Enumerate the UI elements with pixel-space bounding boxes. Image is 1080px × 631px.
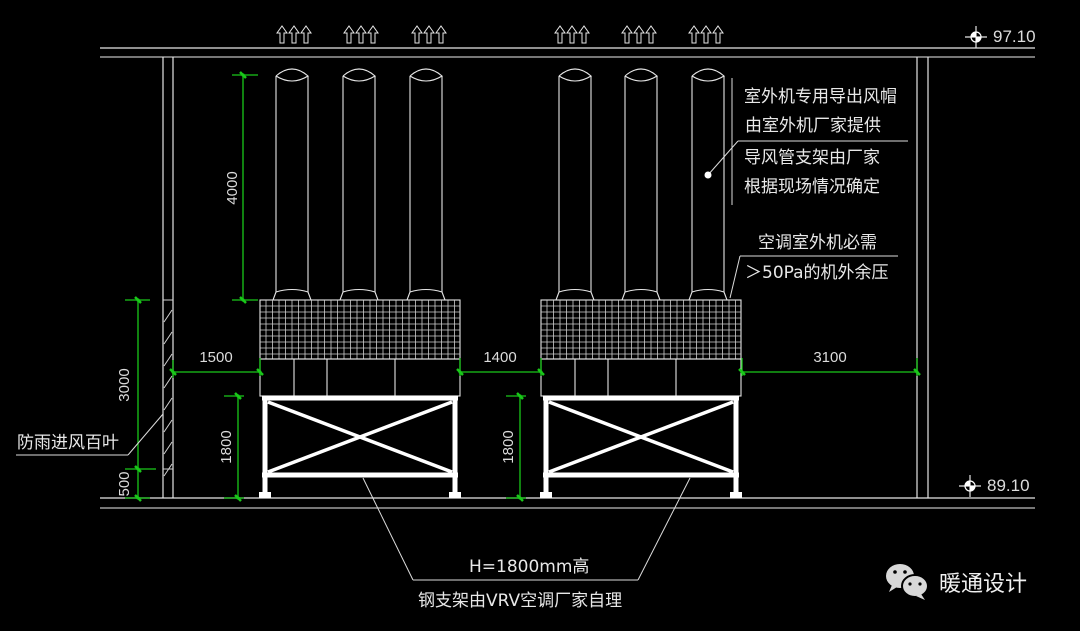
dimension-node — [915, 370, 919, 374]
exhaust-duct — [339, 68, 379, 301]
dimension-node — [236, 394, 240, 398]
dimension-node — [539, 370, 543, 374]
note-pressure-line1: 空调室外机必需 — [758, 233, 877, 253]
exhaust-duct — [621, 68, 661, 301]
elevation-marker-bottom: 89.10 — [959, 475, 1030, 497]
dimension-node — [171, 370, 175, 374]
unit-body — [540, 358, 742, 397]
watermark: 暖通设计 — [886, 564, 1027, 600]
dimension-node — [136, 496, 140, 500]
dimension-lines — [125, 74, 918, 499]
elevation-symbol-icon — [959, 475, 981, 497]
louver-blade — [163, 463, 173, 477]
elevation-marker-top: 97.10 — [965, 26, 1036, 48]
condenser-grille — [540, 299, 742, 360]
dimension-node — [258, 370, 262, 374]
louver-blade — [163, 331, 173, 345]
dimension-node — [136, 467, 140, 471]
up-arrow-icon — [633, 25, 645, 44]
floor-slab — [100, 497, 1035, 509]
right-wall — [916, 57, 929, 498]
up-arrow-icon — [621, 25, 633, 44]
up-arrow-icon — [276, 25, 288, 44]
dimension-node — [241, 298, 245, 302]
up-arrow-icon — [578, 25, 590, 44]
leader-dot — [704, 171, 712, 179]
up-arrow-icon — [411, 25, 423, 44]
rain-louver — [163, 299, 173, 477]
up-arrow-icon — [700, 25, 712, 44]
louver-blade — [163, 397, 173, 411]
dim-1400: 1400 — [483, 349, 516, 366]
outdoor-unit — [259, 68, 461, 498]
up-arrow-icon — [343, 25, 355, 44]
louver-blade — [163, 353, 173, 367]
steel-stand — [259, 395, 461, 498]
watermark-label: 暖通设计 — [939, 572, 1027, 597]
up-arrow-icon — [554, 25, 566, 44]
wechat-icon — [886, 564, 929, 600]
dimension-node — [236, 496, 240, 500]
dim-1800-left: 1800 — [218, 430, 235, 463]
dimension-node — [136, 298, 140, 302]
note-stand-line1: H=1800mm高 — [469, 557, 589, 577]
dimension-ticks — [134, 71, 921, 502]
condenser-grille — [259, 299, 461, 360]
up-arrow-icon — [288, 25, 300, 44]
outdoor-units — [259, 68, 742, 498]
left-wall — [162, 57, 174, 498]
dimension-node — [740, 370, 744, 374]
elevation-top-value: 97.10 — [993, 27, 1036, 46]
dim-1500: 1500 — [199, 349, 232, 366]
exhaust-duct — [555, 68, 595, 301]
dimension-node — [518, 496, 522, 500]
steel-stand — [540, 395, 742, 498]
note-support-line1: 导风管支架由厂家 — [744, 148, 880, 168]
louver-blade — [163, 375, 173, 389]
up-arrow-icon — [367, 25, 379, 44]
unit-body — [259, 358, 461, 397]
up-arrow-icon — [423, 25, 435, 44]
note-louver: 防雨进风百叶 — [17, 433, 119, 453]
dimension-node — [241, 73, 245, 77]
up-arrow-icon — [712, 25, 724, 44]
note-duct-cap-line2: 由室外机厂家提供 — [745, 116, 881, 136]
up-arrow-icon — [355, 25, 367, 44]
exhaust-duct — [406, 68, 446, 301]
airflow-arrows — [276, 25, 724, 44]
up-arrow-icon — [435, 25, 447, 44]
note-duct-cap-line1: 室外机专用导出风帽 — [744, 87, 897, 107]
note-stand-line2: 钢支架由VRV空调厂家自理 — [418, 591, 622, 611]
elevation-bottom-value: 89.10 — [987, 476, 1030, 495]
up-arrow-icon — [688, 25, 700, 44]
louver-blade — [163, 419, 173, 433]
note-pressure-line2: ＞50Pa的机外余压 — [745, 263, 889, 283]
dim-4000: 4000 — [224, 171, 241, 204]
exhaust-duct — [272, 68, 312, 301]
louver-blade — [163, 441, 173, 455]
up-arrow-icon — [566, 25, 578, 44]
up-arrow-icon — [300, 25, 312, 44]
exhaust-duct — [688, 68, 728, 301]
up-arrow-icon — [645, 25, 657, 44]
dim-3000: 3000 — [116, 368, 133, 401]
outdoor-unit — [540, 68, 742, 498]
dim-3100: 3100 — [813, 349, 846, 366]
note-support-line2: 根据现场情况确定 — [744, 177, 880, 197]
dim-1800-right: 1800 — [500, 430, 517, 463]
roof-slab — [100, 47, 1035, 58]
leader-lines — [16, 78, 908, 581]
dimension-node — [518, 394, 522, 398]
elevation-symbol-icon — [965, 26, 987, 48]
dim-500: 500 — [116, 471, 133, 496]
dimension-node — [458, 370, 462, 374]
louver-blade — [163, 309, 173, 323]
